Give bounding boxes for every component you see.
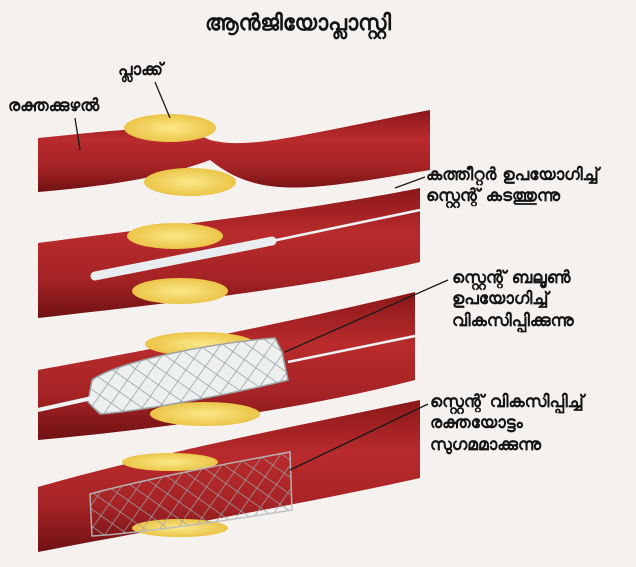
- plaque-bottom: [132, 278, 228, 304]
- vessel-stage-2: [38, 188, 420, 318]
- step-2-line-1: സ്റ്റെന്റ് ബലൂൺ: [452, 268, 574, 289]
- step-3-line-2: രക്തയോട്ടം: [430, 413, 584, 434]
- step-1-line-1: കത്തീറ്റർ ഉപയോഗിച്ച്: [426, 165, 599, 186]
- plaque-bottom: [144, 168, 236, 196]
- step-2-line-2: ഉപയോഗിച്ച്: [452, 289, 574, 310]
- step-1-caption: കത്തീറ്റർ ഉപയോഗിച്ച് സ്റ്റെന്റ് കടത്തുന്…: [426, 165, 599, 208]
- vessel-stage-1: [38, 110, 430, 196]
- plaque-top: [124, 114, 216, 142]
- plaque-leader: [155, 82, 170, 118]
- step-2-caption: സ്റ്റെന്റ് ബലൂൺ ഉപയോഗിച്ച് വികസിപ്പിക്കു…: [452, 268, 574, 332]
- step-1-line-2: സ്റ്റെന്റ് കടത്തുന്നു: [426, 186, 599, 207]
- plaque-top: [127, 223, 223, 249]
- blood-vessel-label: രക്തക്കുഴൽ: [8, 96, 99, 117]
- plaque-label: പ്ലാക്ക്: [118, 60, 163, 81]
- step-3-caption: സ്റ്റെന്റ് വികസിപ്പിച്ച് രക്തയോട്ടം സുഗമ…: [430, 392, 584, 456]
- diagram-title: ആൻജിയോപ്ലാസ്റ്റി: [205, 10, 391, 38]
- step-3-line-1: സ്റ്റെന്റ് വികസിപ്പിച്ച്: [430, 392, 584, 413]
- step-2-line-3: വികസിപ്പിക്കുന്നു: [452, 311, 574, 332]
- step1-leader: [395, 177, 425, 188]
- step-3-line-3: സുഗമമാക്കുന്നു: [430, 435, 584, 456]
